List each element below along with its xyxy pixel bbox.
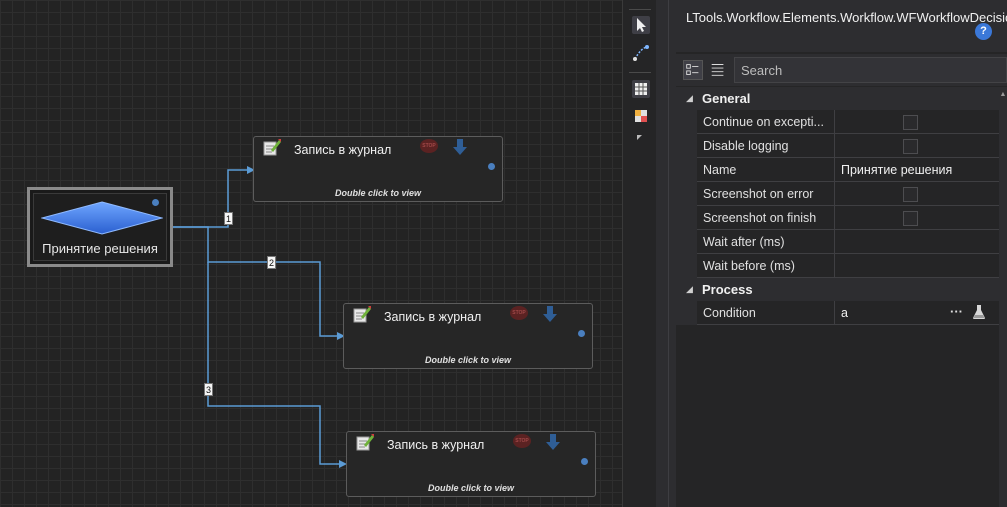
connector-label-1[interactable]: 1 xyxy=(224,212,233,225)
activity-hint: Double click to view xyxy=(424,355,512,365)
condition-value-field[interactable]: a xyxy=(841,306,848,320)
connector-label-2[interactable]: 2 xyxy=(267,256,276,269)
arrow-down-icon[interactable] xyxy=(543,306,557,322)
expand-arrow-icon[interactable] xyxy=(632,130,650,148)
property-name: Wait after (ms) xyxy=(697,230,835,254)
help-icon[interactable]: ? xyxy=(975,23,992,40)
decision-diamond-icon xyxy=(41,201,163,235)
collapse-arrow-icon[interactable]: ◢ xyxy=(686,93,693,103)
property-row-name[interactable]: Name Принятие решения xyxy=(676,158,999,182)
stop-icon[interactable]: STOP xyxy=(513,434,531,448)
property-name: Screenshot on error xyxy=(697,182,835,206)
property-row-condition[interactable]: Condition a ··· xyxy=(676,301,999,325)
info-icon xyxy=(578,330,585,337)
property-grid-scrollbar[interactable]: ▲ xyxy=(999,87,1007,507)
category-general[interactable]: ◢ General xyxy=(676,87,999,110)
list-icon xyxy=(711,64,724,76)
arrow-head-3 xyxy=(339,460,347,468)
property-name: Continue on excepti... xyxy=(697,110,835,134)
log-write-icon xyxy=(353,306,371,323)
scroll-up-icon[interactable]: ▲ xyxy=(999,91,1007,98)
disable-logging-checkbox[interactable] xyxy=(903,139,918,154)
category-label: General xyxy=(702,91,751,106)
name-value-field[interactable]: Принятие решения xyxy=(841,163,953,177)
decision-node[interactable]: Принятие решения xyxy=(27,187,173,267)
property-search-input[interactable] xyxy=(734,57,1007,83)
wait-after-value-field[interactable] xyxy=(835,230,999,254)
connector-tool-icon[interactable] xyxy=(632,44,650,62)
property-grid: ◢ General Continue on excepti... Disable… xyxy=(676,87,1007,507)
category-process[interactable]: ◢ Process xyxy=(676,278,999,301)
log-activity-node-2[interactable]: Запись в журнал STOP Double click to vie… xyxy=(343,303,593,369)
collapse-arrow-icon[interactable]: ◢ xyxy=(686,284,693,294)
arrow-down-icon[interactable] xyxy=(546,434,560,450)
activity-title: Запись в журнал xyxy=(384,310,482,324)
connector-label-3[interactable]: 3 xyxy=(204,383,213,396)
info-icon xyxy=(152,199,159,206)
stop-icon[interactable]: STOP xyxy=(420,139,438,153)
activity-title: Запись в журнал xyxy=(294,143,392,157)
expression-editor-button[interactable]: ··· xyxy=(950,304,963,319)
connector-2 xyxy=(173,226,338,337)
activity-title: Запись в журнал xyxy=(387,438,485,452)
arrow-head-1 xyxy=(247,166,255,174)
grid-view-icon[interactable] xyxy=(632,80,650,98)
properties-header: LTools.Workflow.Elements.Workflow.WFWork… xyxy=(676,0,1007,52)
flask-icon[interactable] xyxy=(972,304,986,320)
activity-hint: Double click to view xyxy=(334,188,422,198)
property-row-screenshot-on-error[interactable]: Screenshot on error xyxy=(676,182,999,206)
decision-node-label: Принятие решения xyxy=(42,241,158,256)
property-name: Screenshot on finish xyxy=(697,206,835,230)
connector-1 xyxy=(173,169,248,228)
property-name: Condition xyxy=(697,301,835,325)
selected-type-name: LTools.Workflow.Elements.Workflow.WFWork… xyxy=(686,10,1007,25)
properties-panel: LTools.Workflow.Elements.Workflow.WFWork… xyxy=(676,0,1007,507)
connector-3 xyxy=(207,262,340,465)
arrow-down-icon[interactable] xyxy=(453,139,467,155)
stop-icon[interactable]: STOP xyxy=(510,306,528,320)
connector-lines xyxy=(173,166,347,468)
color-palette-icon[interactable] xyxy=(632,107,650,125)
info-icon xyxy=(488,163,495,170)
screenshot-on-finish-checkbox[interactable] xyxy=(903,211,918,226)
property-name: Wait before (ms) xyxy=(697,254,835,278)
property-name: Disable logging xyxy=(697,134,835,158)
property-row-continue-on-exception[interactable]: Continue on excepti... xyxy=(676,110,999,134)
property-row-disable-logging[interactable]: Disable logging xyxy=(676,134,999,158)
log-activity-node-3[interactable]: Запись в журнал STOP Double click to vie… xyxy=(346,431,596,497)
arrow-head-2 xyxy=(337,332,345,340)
property-row-wait-after[interactable]: Wait after (ms) xyxy=(676,230,999,254)
categorized-icon xyxy=(686,64,699,75)
properties-toolbar xyxy=(676,54,1007,86)
log-write-icon xyxy=(263,139,281,156)
log-write-icon xyxy=(356,434,374,451)
property-name: Name xyxy=(697,158,835,182)
property-row-wait-before[interactable]: Wait before (ms) xyxy=(676,254,999,278)
pointer-icon[interactable] xyxy=(632,16,650,34)
alphabetical-view-button[interactable] xyxy=(709,60,729,80)
continue-on-exception-checkbox[interactable] xyxy=(903,115,918,130)
categorized-view-button[interactable] xyxy=(683,60,703,80)
category-label: Process xyxy=(702,282,753,297)
panel-splitter[interactable] xyxy=(656,0,676,507)
log-activity-node-1[interactable]: Запись в журнал STOP Double click to vie… xyxy=(253,136,503,202)
property-row-screenshot-on-finish[interactable]: Screenshot on finish xyxy=(676,206,999,230)
designer-toolbox xyxy=(622,0,656,507)
wait-before-value-field[interactable] xyxy=(835,254,999,278)
activity-hint: Double click to view xyxy=(427,483,515,493)
info-icon xyxy=(581,458,588,465)
screenshot-on-error-checkbox[interactable] xyxy=(903,187,918,202)
workflow-canvas[interactable]: 1 2 3 Принятие решения xyxy=(0,0,622,507)
